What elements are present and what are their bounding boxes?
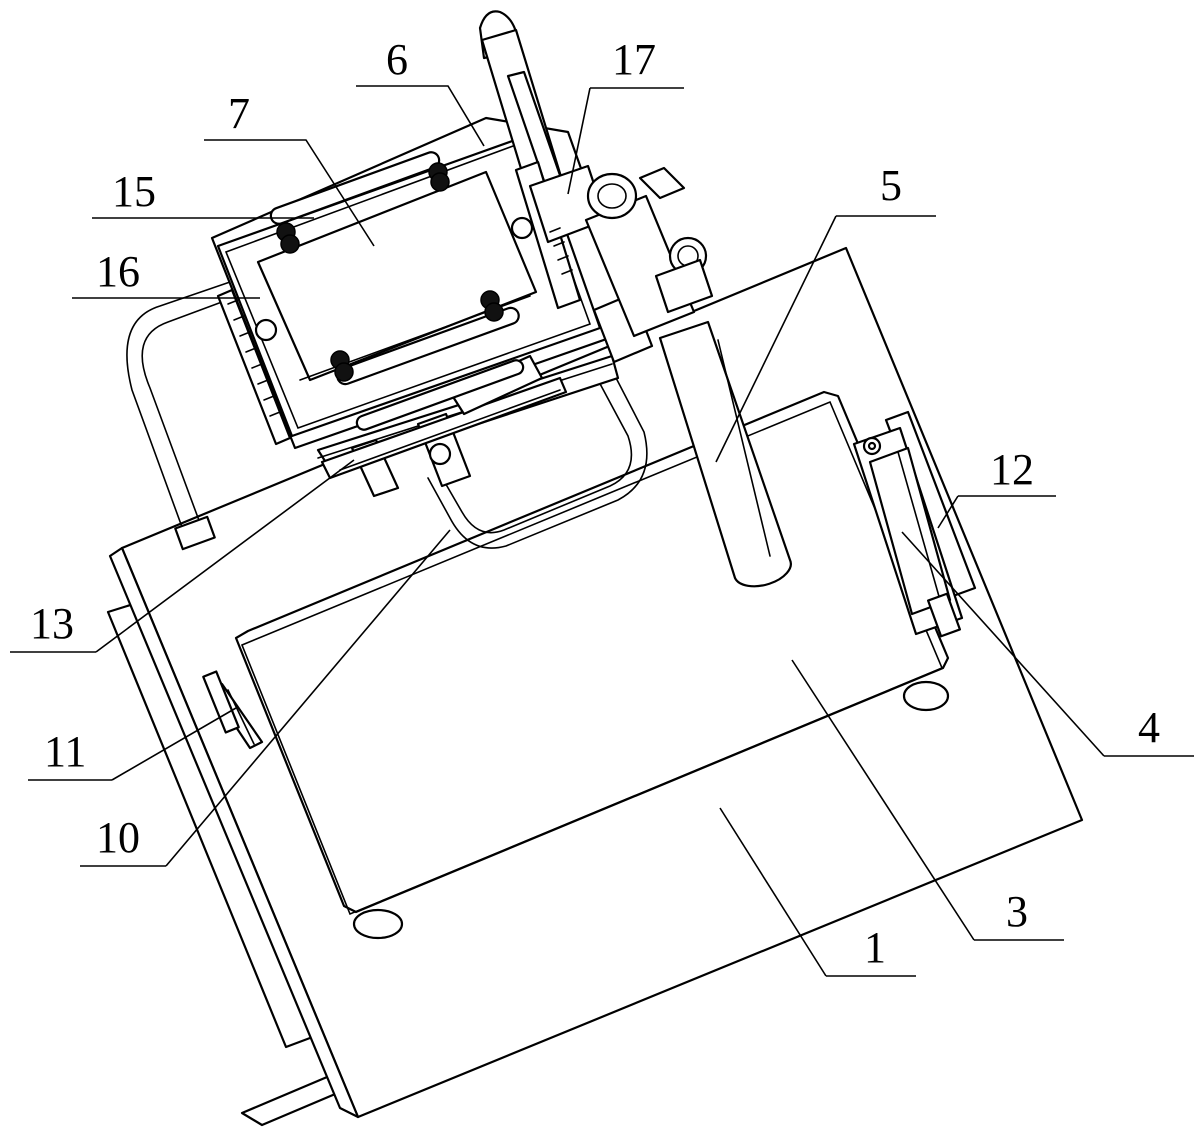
leader-lines xyxy=(10,85,1194,977)
label-6: 6 xyxy=(386,35,408,84)
right-clamp xyxy=(852,410,977,638)
label-17: 17 xyxy=(612,35,656,84)
label-4: 4 xyxy=(1138,703,1160,752)
label-12: 12 xyxy=(990,445,1034,494)
label-15: 15 xyxy=(112,167,156,216)
label-10: 10 xyxy=(96,813,140,862)
left-clamp xyxy=(202,670,264,750)
tube-frame xyxy=(126,281,648,551)
label-7: 7 xyxy=(228,89,250,138)
label-11: 11 xyxy=(44,727,86,776)
label-3: 3 xyxy=(1006,887,1028,936)
locking-knobs xyxy=(254,162,534,466)
label-13: 13 xyxy=(30,599,74,648)
scale-strip xyxy=(216,288,292,446)
label-16: 16 xyxy=(96,247,140,296)
label-5: 5 xyxy=(880,161,902,210)
column xyxy=(658,320,792,588)
reference-numerals: 6 7 17 15 5 16 12 13 4 11 10 3 1 xyxy=(30,35,1160,972)
rotary-drive xyxy=(584,166,714,338)
label-1: 1 xyxy=(864,923,886,972)
